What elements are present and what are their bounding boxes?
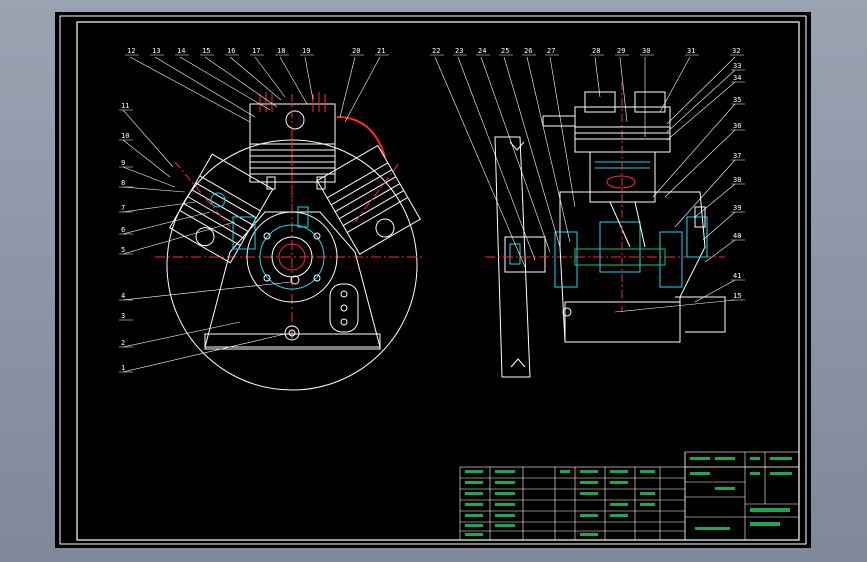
callout-2: 2 bbox=[121, 339, 125, 347]
callout-34: 34 bbox=[733, 74, 741, 82]
callout-37: 37 bbox=[733, 152, 741, 160]
assembly-drawing: 1213141516171819202111109876543212223242… bbox=[59, 15, 807, 545]
callout-5: 5 bbox=[121, 246, 125, 254]
callout-31: 31 bbox=[687, 47, 695, 55]
callout-7: 7 bbox=[121, 204, 125, 212]
callout-18: 18 bbox=[277, 47, 285, 55]
front-view bbox=[155, 92, 425, 391]
callout-11: 11 bbox=[121, 102, 129, 110]
callout-6: 6 bbox=[121, 226, 125, 234]
callout-28: 28 bbox=[592, 47, 600, 55]
callout-25: 25 bbox=[501, 47, 509, 55]
callout-32: 32 bbox=[732, 47, 740, 55]
callout-39: 39 bbox=[733, 204, 741, 212]
callout-30: 30 bbox=[642, 47, 650, 55]
callout-15: 15 bbox=[733, 292, 741, 300]
callout-16: 16 bbox=[227, 47, 235, 55]
title-block-fill bbox=[465, 457, 792, 536]
callout-35: 35 bbox=[733, 96, 741, 104]
callout-1: 1 bbox=[121, 364, 125, 372]
callout-23: 23 bbox=[455, 47, 463, 55]
callout-41: 41 bbox=[733, 272, 741, 280]
callout-40: 40 bbox=[733, 232, 741, 240]
callout-3: 3 bbox=[121, 312, 125, 320]
callout-36: 36 bbox=[733, 122, 741, 130]
inner-frame bbox=[76, 21, 800, 541]
leader-lines-left bbox=[122, 56, 381, 373]
callout-38: 38 bbox=[733, 176, 741, 184]
callout-27: 27 bbox=[547, 47, 555, 55]
callout-10: 10 bbox=[121, 132, 129, 140]
callout-21: 21 bbox=[377, 47, 385, 55]
callout-26: 26 bbox=[524, 47, 532, 55]
callout-9: 9 bbox=[121, 159, 125, 167]
leader-lines-right bbox=[434, 56, 736, 313]
side-section-view bbox=[485, 82, 726, 378]
callout-19: 19 bbox=[302, 47, 310, 55]
callout-13: 13 bbox=[152, 47, 160, 55]
callout-29: 29 bbox=[617, 47, 625, 55]
callout-20: 20 bbox=[352, 47, 360, 55]
callout-12: 12 bbox=[127, 47, 135, 55]
callout-17: 17 bbox=[252, 47, 260, 55]
callout-24: 24 bbox=[478, 47, 486, 55]
callout-15: 15 bbox=[202, 47, 210, 55]
callout-14: 14 bbox=[177, 47, 185, 55]
callout-33: 33 bbox=[733, 62, 741, 70]
title-block bbox=[459, 451, 800, 541]
outer-frame bbox=[59, 15, 807, 545]
callout-8: 8 bbox=[121, 179, 125, 187]
callout-4: 4 bbox=[121, 292, 125, 300]
callout-22: 22 bbox=[432, 47, 440, 55]
